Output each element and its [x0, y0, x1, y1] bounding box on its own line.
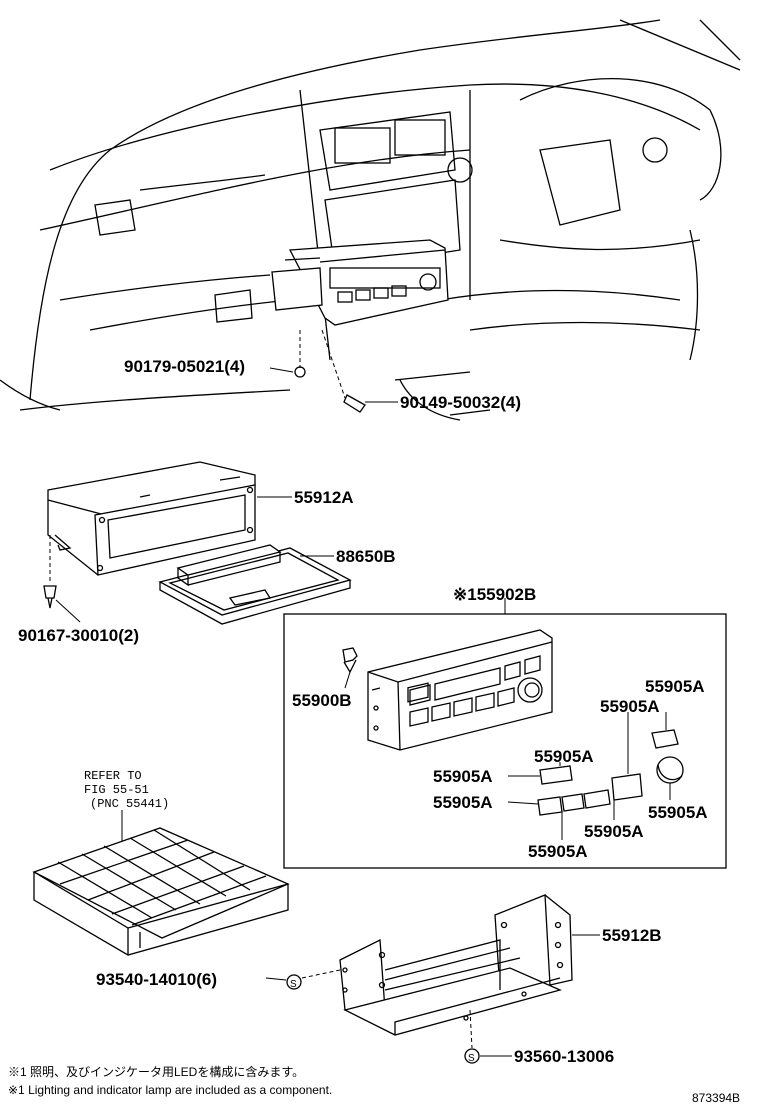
- bracket-55912A: [47, 461, 256, 576]
- part-label-55905A-3: 55905A: [534, 747, 594, 766]
- screw-93560: S: [464, 1009, 512, 1064]
- module-88650B: [158, 544, 352, 625]
- svg-text:S: S: [290, 979, 297, 990]
- part-label-55905A-4: 55905A: [433, 767, 493, 786]
- refer-note-line1: REFER TO: [84, 769, 142, 783]
- screw-90149: [343, 394, 366, 413]
- part-label-55912A: 55912A: [294, 488, 354, 507]
- refer-note-line2: FIG 55-51: [84, 783, 149, 797]
- footnote-japanese: ※1 照明、及びインジケータ用LEDを構成に含みます。: [8, 1064, 304, 1079]
- knobs-55905A: [537, 729, 684, 816]
- part-label-55912B: 55912B: [602, 926, 662, 945]
- fastener-leaders-top: [269, 329, 398, 413]
- screw-90167: [43, 535, 81, 623]
- figure-number: 873394B: [692, 1091, 740, 1105]
- footnote-english: ※1 Lighting and indicator lamp are inclu…: [8, 1083, 332, 1097]
- bracket-55912B: [339, 894, 573, 1036]
- dashboard-illustration: [0, 19, 741, 421]
- control-panel-55902B: [367, 629, 553, 751]
- part-label-55905A-7: 55905A: [584, 822, 644, 841]
- part-label-55900B: 55900B: [292, 691, 352, 710]
- part-label-55905A-1: 55905A: [645, 677, 705, 696]
- screw-93540: S: [265, 969, 341, 990]
- storage-box-55441: [32, 827, 290, 956]
- part-label-55905A-6: 55905A: [648, 803, 708, 822]
- assembly-box-55902B: [283, 598, 727, 869]
- part-label-55905A-2: 55905A: [600, 697, 660, 716]
- part-label-90149-50032: 90149-50032(4): [400, 393, 521, 412]
- refer-note-line3: (PNC 55441): [90, 797, 169, 811]
- part-label-55905A-8: 55905A: [528, 842, 588, 861]
- part-label-88650B: 88650B: [336, 547, 396, 566]
- clip-90179: [294, 366, 306, 378]
- svg-text:S: S: [468, 1053, 475, 1064]
- leader-lines-55905A: [507, 712, 671, 840]
- part-label-55905A-5: 55905A: [433, 793, 493, 812]
- part-label-90179-05021: 90179-05021(4): [124, 357, 245, 376]
- bulb-55900B: [342, 647, 358, 689]
- part-label-55902B: ※155902B: [453, 585, 536, 604]
- part-label-93540-14010: 93540-14010(6): [96, 970, 217, 989]
- part-label-93560-13006: 93560-13006: [514, 1047, 614, 1066]
- part-label-90167-30010: 90167-30010(2): [18, 626, 139, 645]
